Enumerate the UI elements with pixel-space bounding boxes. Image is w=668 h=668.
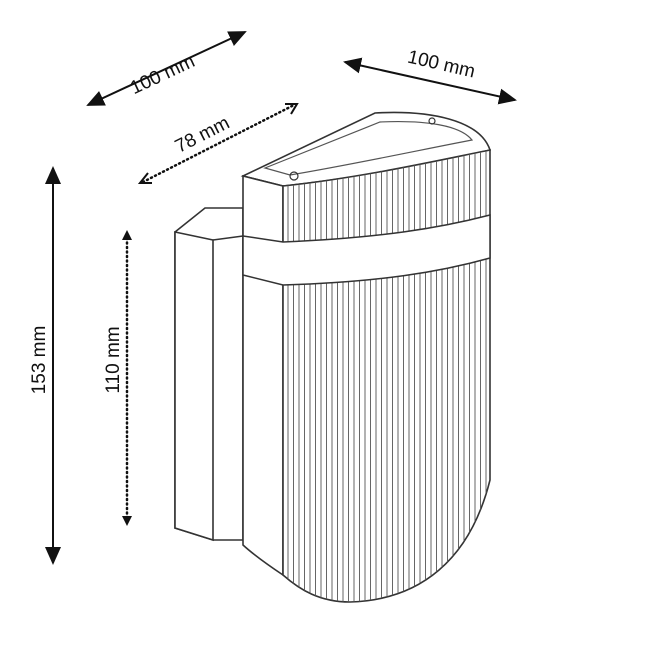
dimension-line-lid-depth (141, 103, 296, 184)
lamp-flutes (287, 150, 487, 602)
label-backplate-height: 110 mm (103, 326, 124, 393)
wall-backplate (174, 207, 244, 542)
lamp-light-band (242, 214, 491, 286)
dimension-line-width-top-right (343, 57, 517, 105)
dimension-line-depth-top-left (86, 31, 247, 106)
lamp-front-strip (242, 174, 284, 577)
lamp-body (240, 111, 492, 603)
label-depth-top-left: 100 mm (127, 51, 198, 99)
label-total-height: 153 mm (29, 326, 50, 395)
